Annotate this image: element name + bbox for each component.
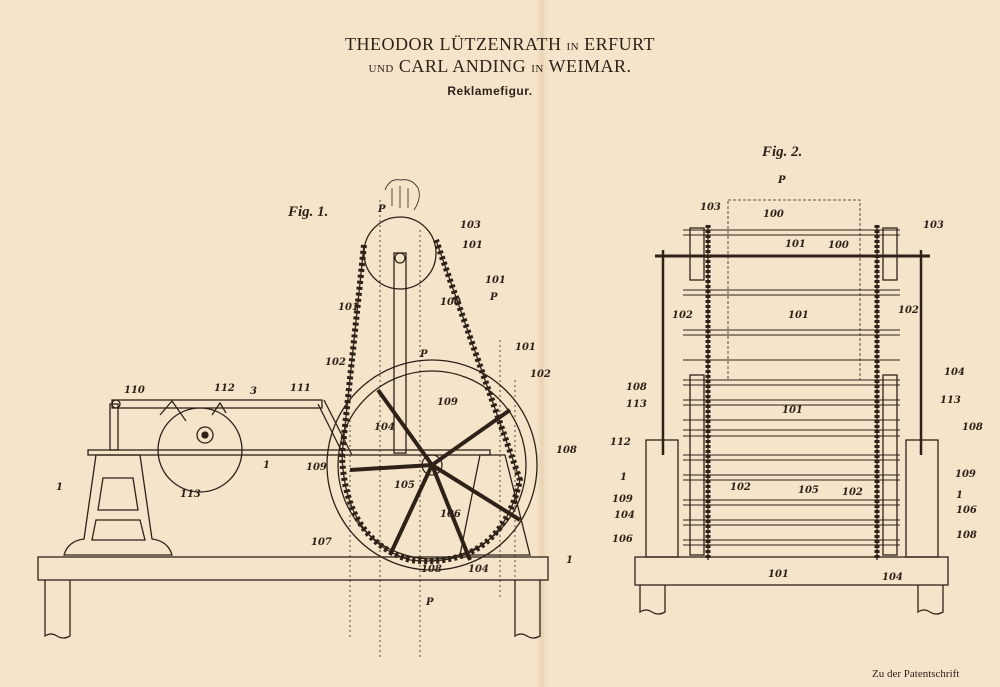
fig1-part-label: 111 [290, 383, 311, 394]
fig1-part-label: P [419, 349, 428, 360]
fig2-title: Fig. 2. [761, 144, 802, 160]
wheel-spokes [349, 388, 522, 561]
fig1-part-label: 101 [462, 240, 483, 251]
post-110 [109, 403, 119, 451]
page-fold [536, 0, 550, 687]
footer-note: Zu der Patentschrift [872, 668, 960, 680]
fig1-part-label: 101 [485, 275, 506, 286]
fig1-part-label: 112 [214, 383, 235, 394]
fig1-part-label: 107 [311, 537, 332, 548]
fig2-part-label: 1 [956, 490, 963, 501]
fig1-part-label: P [489, 292, 498, 303]
fig2-part-label: 108 [956, 530, 977, 541]
fig2-part-label: 109 [955, 469, 976, 480]
fig1-part-label: 1 [56, 482, 63, 493]
fig2-part-label: 104 [614, 510, 635, 521]
horizontal-rods [683, 229, 900, 546]
fig2-part-label: 104 [944, 367, 965, 378]
fig2-part-label: 105 [798, 485, 819, 496]
fig1-part-label: 104 [468, 564, 489, 575]
fig1-part-label: 105 [394, 480, 415, 491]
fig2-part-label: 101 [788, 310, 809, 321]
fig1-part-label: 110 [124, 385, 145, 396]
fig1-part-label: 101 [338, 302, 359, 313]
a-frame-cutouts [91, 477, 146, 541]
fig1-part-label: P [377, 204, 386, 215]
fig1-part-label: 109 [437, 397, 458, 408]
fig2-part-label: 102 [672, 310, 693, 321]
fig2-part-label: 113 [626, 399, 647, 410]
table-leg-left [44, 580, 71, 639]
fig2-part-label: 101 [782, 405, 803, 416]
fig2-part-label: 112 [610, 437, 631, 448]
fig2-leg-left [639, 585, 666, 615]
fig1-part-label: P [425, 597, 434, 608]
fig2-part-label: 102 [730, 482, 751, 493]
hand-figure [384, 179, 420, 211]
side-post-right [905, 439, 939, 558]
fig1-part-label: 3 [250, 386, 257, 397]
big-wheel [326, 359, 538, 571]
fig2-part-label: 106 [612, 534, 633, 545]
patent-title-line-1: THEODOR LÜTZENRATH IN ERFURT [0, 34, 1000, 55]
patent-title-line-2: UND CARL ANDING IN WEIMAR. [0, 56, 1000, 77]
fig2-part-label: 104 [882, 572, 903, 583]
fig2-part-label: 100 [828, 240, 849, 251]
patent-subtitle: Reklamefigur. [447, 84, 533, 98]
fig2-part-label: P [777, 175, 786, 186]
a-frame-right [459, 454, 531, 556]
fig1-part-label: 102 [530, 369, 551, 380]
fig1-part-label: 100 [440, 297, 461, 308]
fig2-part-label: 109 [612, 494, 633, 505]
inventor-2: CARL ANDING [398, 56, 527, 76]
city-2: WEIMAR. [548, 56, 632, 76]
poster-p-outline [727, 199, 861, 381]
fig1-part-label: 104 [374, 422, 395, 433]
fig2-part-label: 103 [700, 202, 721, 213]
chain [338, 239, 524, 564]
fig1-title: Fig. 1. [287, 204, 328, 220]
fig1-part-label: 113 [180, 489, 201, 500]
fig2-part-label: 108 [626, 382, 647, 393]
table-leg-right [514, 580, 541, 639]
side-post-left [645, 439, 679, 558]
fig1-part-label: 109 [306, 462, 327, 473]
fig1-part-label: 103 [460, 220, 481, 231]
fig2-part-label: 101 [785, 239, 806, 250]
bed-bar [87, 449, 491, 456]
fig1-part-label: 108 [421, 564, 442, 575]
fig1-drawing [37, 179, 549, 660]
fig2-part-label: 103 [923, 220, 944, 231]
fig2-labels: P 103 100 103 101 100 102 101 102 104 108 101 113 113… [610, 175, 983, 583]
fig1-part-label: 1 [263, 460, 270, 471]
und-word: UND [368, 63, 394, 75]
chains [705, 225, 880, 560]
in-word: IN [566, 41, 580, 53]
fig1-part-label: 101 [515, 342, 536, 353]
fig1-part-label: 102 [325, 357, 346, 368]
base [634, 556, 949, 586]
fig2-part-label: 102 [842, 487, 863, 498]
fig1-part-label: 106 [440, 509, 461, 520]
fig2-part-label: 1 [620, 472, 627, 483]
fig1-part-label: 1 [566, 555, 573, 566]
inventor-1: THEODOR LÜTZENRATH [344, 34, 562, 54]
fig2-drawing [634, 199, 949, 615]
fig2-leg-right [917, 585, 944, 615]
city-1: ERFURT [584, 34, 656, 54]
fig2-part-label: 108 [962, 422, 983, 433]
p-dashed-lines [349, 200, 516, 660]
fig2-part-label: 106 [956, 505, 977, 516]
fig1-part-label: 108 [556, 445, 577, 456]
fig2-part-label: 101 [768, 569, 789, 580]
fig2-part-label: 113 [940, 395, 961, 406]
fig2-part-label: 102 [898, 305, 919, 316]
in-word: IN [531, 63, 544, 75]
fig2-part-label: 100 [763, 209, 784, 220]
